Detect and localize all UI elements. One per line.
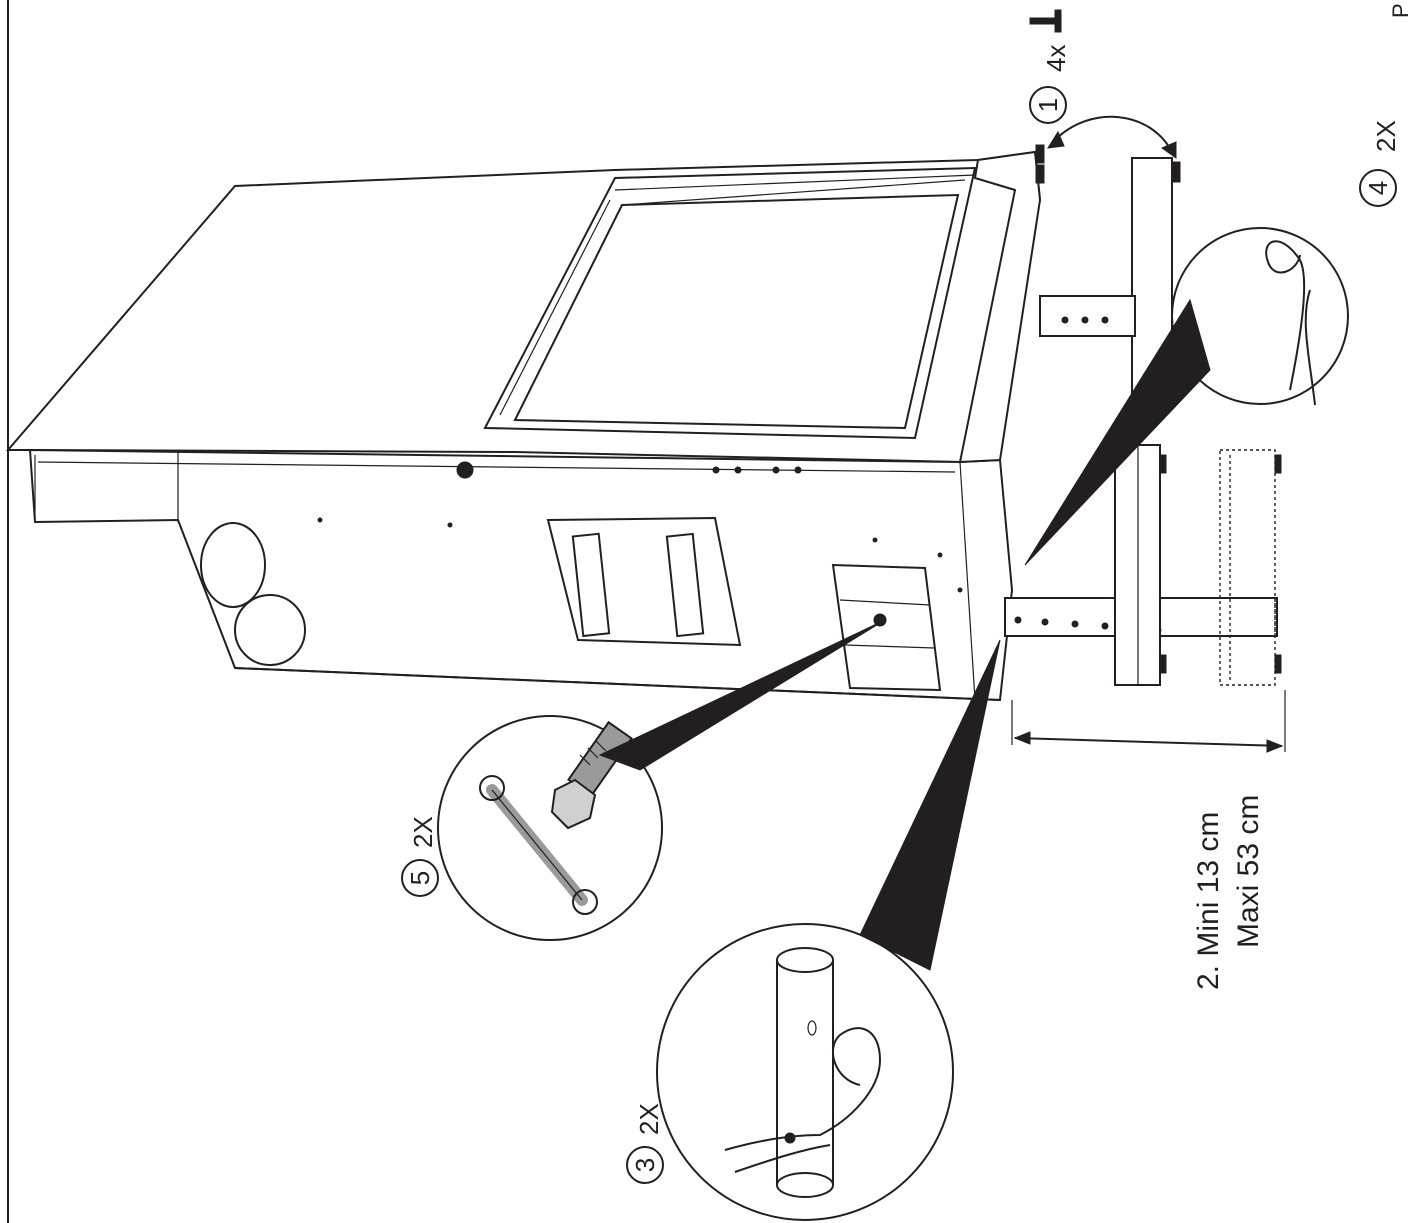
step4-number-circle xyxy=(1359,169,1397,207)
wrench-icon xyxy=(479,775,598,915)
speaker-hole-1 xyxy=(200,522,266,608)
step5-number-circle xyxy=(401,859,439,897)
cabinet-front-edge xyxy=(958,150,1042,464)
dimension-min-label: 2. Mini 13 cm xyxy=(1192,812,1225,990)
handle-right xyxy=(665,532,705,638)
step4-callout: 4 2X xyxy=(1024,120,1401,566)
speaker-hole-2 xyxy=(234,594,306,666)
step4-quantity: 2X xyxy=(1371,120,1401,152)
pin-clip-icon xyxy=(1265,240,1316,406)
handle-left xyxy=(571,532,611,638)
step1-callout: 1 4x xyxy=(1029,9,1177,184)
dimension-extension-length xyxy=(1011,690,1286,753)
step5-number: 5 xyxy=(405,871,435,885)
step1-quantity: 4x xyxy=(1041,45,1071,72)
screw-icon xyxy=(1029,9,1062,33)
step1-number: 1 xyxy=(1033,98,1063,112)
cabinet-front-face xyxy=(28,448,1014,702)
page-marker: P xyxy=(1388,3,1413,18)
pin-detail-pointer-top xyxy=(1024,298,1211,566)
rotation-arrow-icon xyxy=(1054,115,1173,153)
nut-icon xyxy=(550,778,597,830)
step5-quantity: 2X xyxy=(408,816,438,848)
step3-quantity: 2X xyxy=(634,1103,664,1135)
access-window xyxy=(831,563,942,692)
tube-detail-pointer xyxy=(859,639,1001,971)
cabinet xyxy=(5,150,1042,702)
bolt-detail-pointer xyxy=(598,619,886,771)
step5-callout: 5 2X xyxy=(401,619,886,941)
step4-number: 4 xyxy=(1363,181,1393,195)
pin-clip-icon xyxy=(724,947,882,1198)
extension-max-outline xyxy=(1219,449,1276,686)
step1-number-circle xyxy=(1029,86,1067,124)
step3-callout: 3 2X xyxy=(626,639,1001,1221)
dimension-max-label: Maxi 53 cm xyxy=(1232,795,1265,948)
handle-plate xyxy=(546,516,742,647)
cabinet-screen xyxy=(513,193,960,430)
tube-detail-circle xyxy=(656,923,954,1221)
step3-number: 3 xyxy=(630,1158,660,1172)
step3-number-circle xyxy=(626,1146,664,1184)
